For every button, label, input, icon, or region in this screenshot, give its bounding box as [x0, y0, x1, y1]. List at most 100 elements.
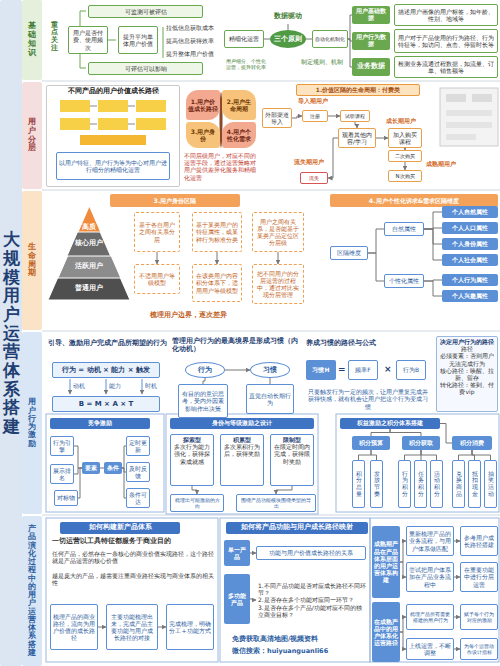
header-bar: 竞争激励: [50, 418, 150, 429]
node-text: 条件可达: [129, 491, 147, 505]
node-text: B = M × A × T: [55, 400, 157, 408]
strip-box: 抽奖活动: [484, 460, 497, 508]
connector: [371, 450, 377, 460]
node-text: 赋予每个行为对应的激励: [463, 611, 495, 624]
strip-box: 积分总量: [352, 460, 365, 508]
process-box: 对标物: [54, 490, 78, 506]
node-text: 二次购买: [391, 153, 419, 159]
formula-box: B = M × A × T: [52, 396, 160, 412]
connector: [292, 116, 302, 118]
wing-shape: 4.用户个性化需求: [222, 122, 256, 148]
process-box: 提升平均单体用户价值: [118, 26, 158, 54]
text-box: 用户细分、个性化运营，提升转化率: [222, 52, 270, 76]
filled-box: 要素: [82, 462, 100, 474]
connector: [158, 627, 166, 628]
oval-node: 行为: [185, 362, 225, 378]
process-box: 观看其他内容/学习: [338, 128, 376, 148]
node-text: 重点关注: [51, 22, 58, 53]
strip-box: 任务积分: [414, 460, 427, 508]
connector: [250, 599, 256, 600]
node-text: 如何将产品功能与用户成长路径映射: [228, 524, 366, 532]
node-text: 个人人口属性: [444, 224, 496, 231]
node-text: 决定用户行为的路径: [439, 338, 495, 345]
filled-box: 成熟期产品在产品体系层面的用户运营体系构建: [372, 526, 400, 598]
node-text: 展示排名: [53, 467, 71, 481]
node-text: 抵扣现金: [472, 471, 478, 497]
filled-box: 单一产品: [224, 540, 250, 566]
section-label: 生命周期: [22, 191, 42, 330]
wing-shape: 2.用户生命周期: [222, 90, 256, 120]
node-text: 核心路径：唤醒、拉新、留存: [439, 367, 495, 381]
node-text: 功能与用户价值成长路径的关系: [259, 549, 363, 556]
header-box: 1.价值区隔的生命周期：付费类: [296, 84, 420, 96]
node-text: 行为B: [399, 366, 423, 373]
node-text: 大规模用户运营体系搭建: [3, 230, 20, 436]
header-bar: 如何构建新产品体系: [60, 522, 180, 534]
node-text: 条件: [106, 464, 120, 471]
process-box: 加入购买课程: [388, 128, 422, 148]
filled-box: 条件: [104, 462, 122, 474]
connector: [421, 450, 437, 460]
node-text: 单一产品: [226, 546, 248, 560]
strip-box: 兑换商品: [452, 460, 465, 508]
process-box: 展示排名: [50, 464, 74, 484]
process-box: 完成梳理，明确分工+功能方式: [166, 604, 214, 650]
connector: [459, 450, 473, 460]
section-label: 产品演化过程中的用户运营体系搭建: [22, 516, 42, 666]
process-box: 尝试把用户体系加在产品业务流程中: [406, 562, 454, 592]
process-box: 重新梳理产品的业务流程，与用户体系做匹配: [406, 526, 454, 556]
process-box: 功能与用户价值成长路径的关系: [256, 546, 366, 560]
process-box: 区隔维度: [330, 246, 368, 260]
node-text: 普通用户: [50, 285, 128, 293]
process-box: 频率F: [348, 360, 378, 380]
section-label: 用户行为激励: [22, 332, 42, 514]
node-text: 基于各自用户之间有关系分层: [137, 221, 177, 243]
node-text: 区隔维度: [333, 249, 365, 256]
process-box: 围绕产品功能模块围绕类型的导出: [236, 494, 316, 512]
process-box: 用户之间有关系，是否能基于某类产品定位区分层级: [252, 212, 304, 252]
process-box: 不适用用户等级模型: [134, 264, 180, 294]
node-text: 重新梳理产品的业务流程，与用户体系做匹配: [409, 530, 451, 552]
connector: [328, 138, 338, 178]
node-text: 积累型: [223, 436, 261, 443]
node-text: 用户行为数据: [354, 34, 388, 48]
process-box: 赋予每个行为对应的激励: [460, 604, 498, 630]
node-text: 个人自然属性: [444, 208, 496, 215]
node-text: 个人社会属性: [444, 256, 496, 263]
connector: [376, 138, 388, 139]
node-text: 在重要功能中进行分层运营: [463, 566, 495, 588]
wing-shape: 1.用户价值成长路径: [186, 90, 220, 120]
node-text: 完成梳理，明确分工+功能方式: [169, 620, 211, 634]
process-box: 有目的的意识思考，受内外因素影响作出决策: [178, 384, 228, 418]
strip-box: 抵扣现金: [468, 460, 481, 508]
node-text: 自动化机制化: [315, 36, 345, 42]
note-label: 成长期用户: [386, 117, 436, 124]
note-label: 动机: [73, 382, 95, 389]
filled-box: 个人兴趣属性: [442, 290, 498, 302]
process-box: 梳理出可能激励的方向: [170, 494, 224, 512]
node-text: 上线运营，不断调整: [409, 642, 451, 656]
node-text: 行为积分: [402, 471, 408, 497]
node-text: 为每个运营动作设计指标: [463, 643, 495, 656]
node-text: 1.价值区隔的生命周期：付费类: [299, 87, 417, 94]
node-text: 核心用户: [69, 240, 109, 248]
connector: [424, 212, 442, 229]
node-text: 多功能产品: [226, 592, 248, 606]
node-text: 多次累积行为后，获得奖励: [223, 443, 261, 457]
process-box: 二次购买: [388, 150, 422, 162]
node-text: 尝试把用户体系加在产品业务流程中: [409, 566, 451, 588]
process-box: 条件可达: [126, 488, 150, 508]
node-text: 3.是否存在多个产品/功能对应不同的独立商业目标？: [258, 604, 366, 618]
strip-box: 活动积分: [430, 460, 443, 508]
node-text: 多次行为能力强化，获得探索成就感: [173, 443, 211, 465]
connector: [368, 229, 384, 253]
node-text: 1.用户价值成长路径: [188, 98, 218, 112]
node-text: 加入购买课程: [391, 131, 419, 145]
note-label: 越是庞大的产品，越需要注重商业路径实现与商业体系的相关性: [52, 572, 214, 586]
node-text: 积分预算: [354, 439, 388, 446]
process-box: 梳理产品的商业路径，流向为用户价值的成长路径: [50, 604, 98, 650]
node-text: 竞争激励: [52, 420, 148, 427]
connector: [424, 281, 442, 296]
node-text: 发放节奏: [374, 471, 380, 497]
